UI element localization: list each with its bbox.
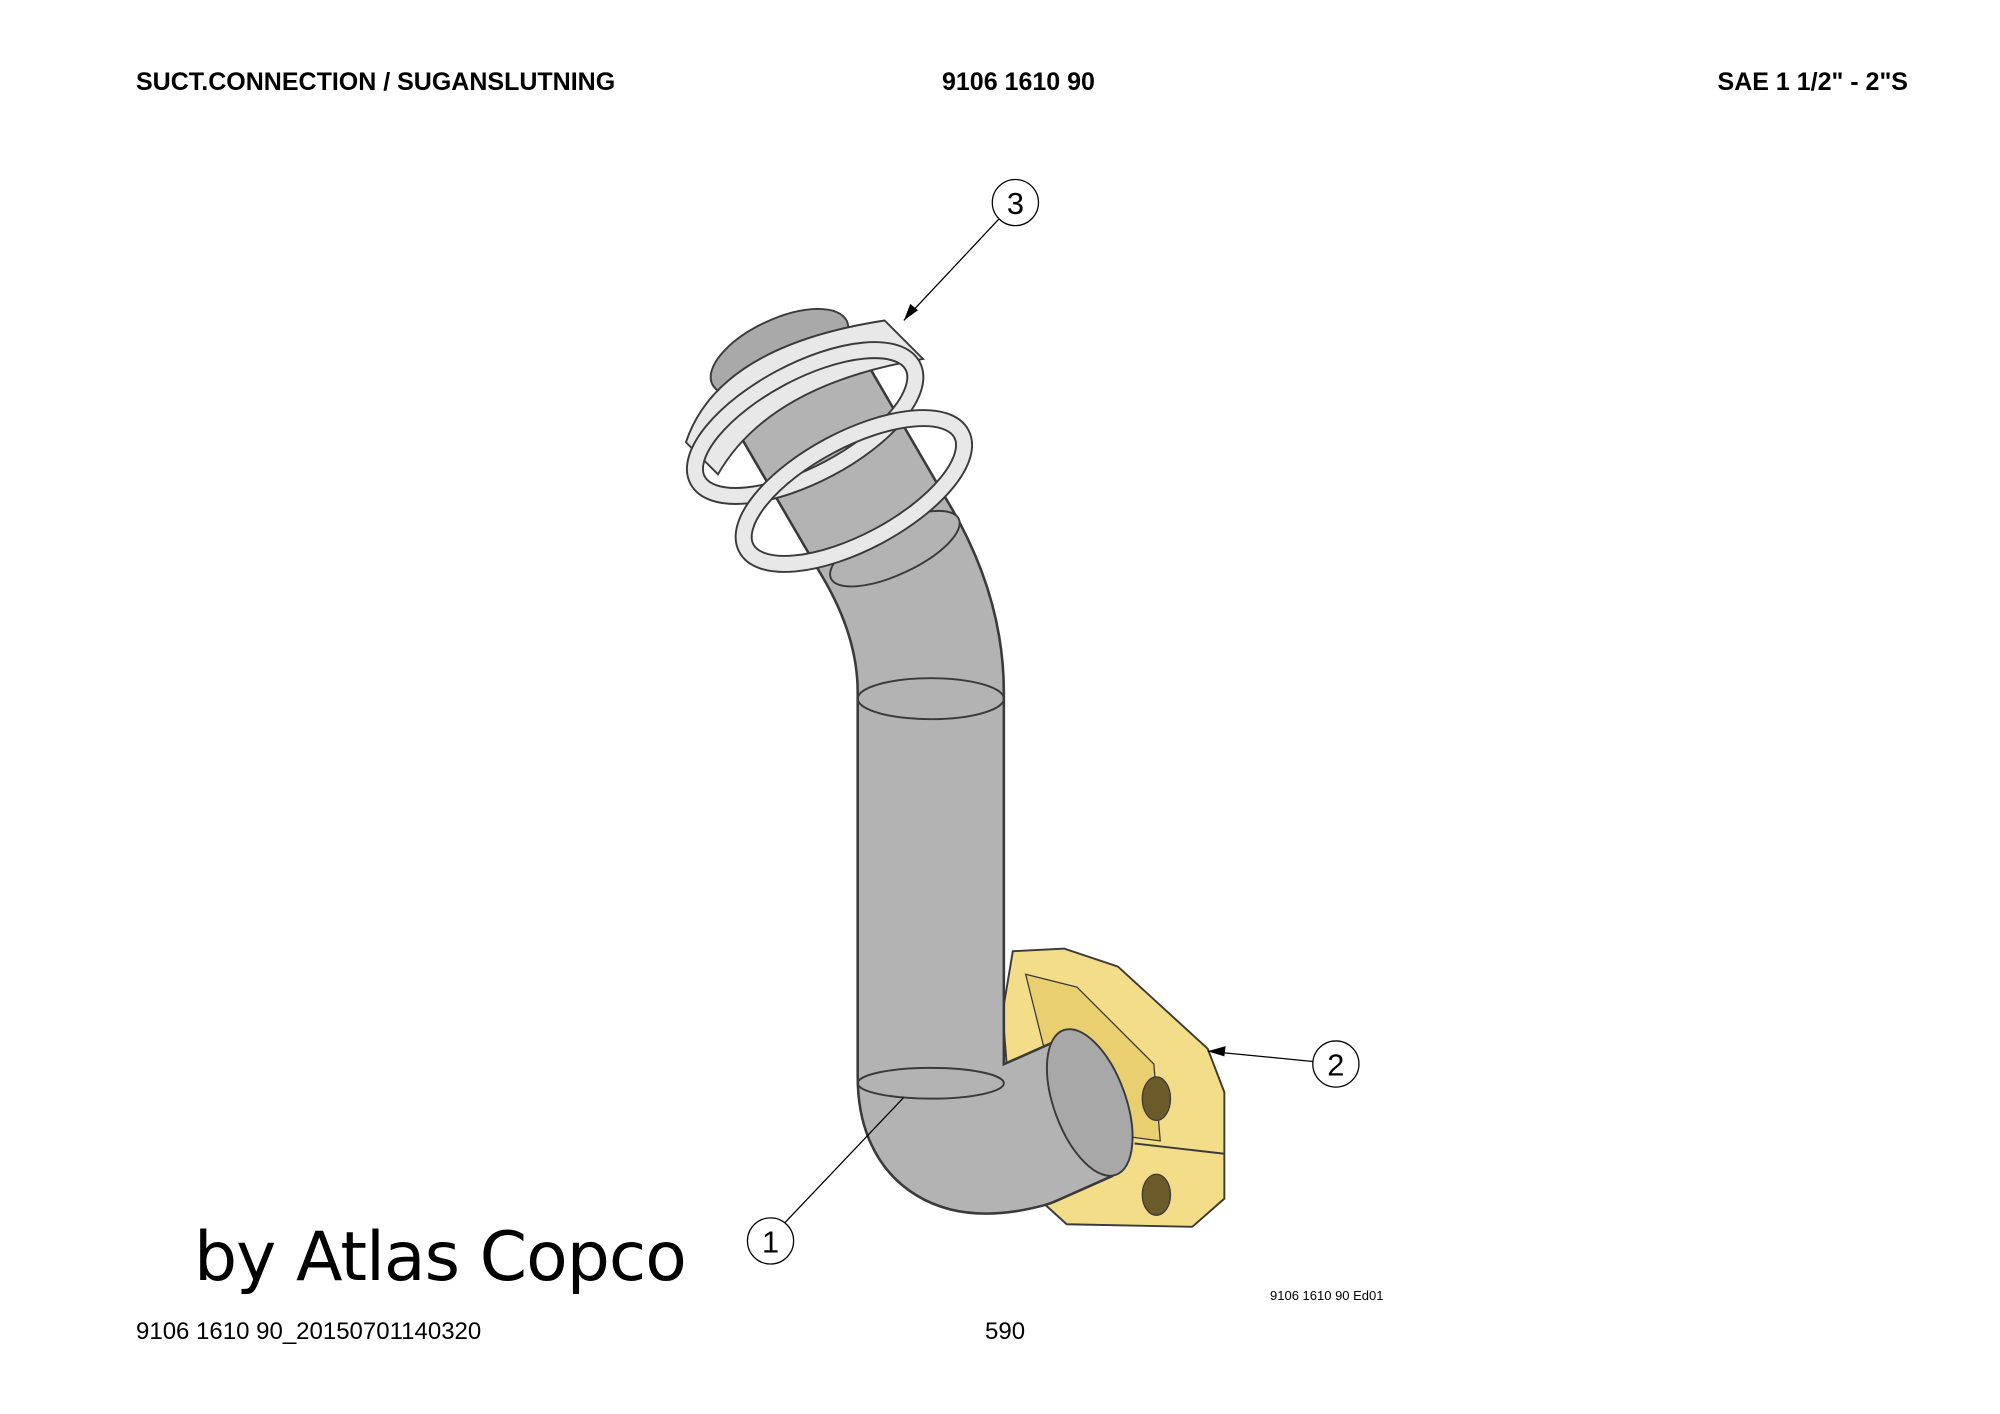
page-title: SUCT.CONNECTION / SUGANSLUTNING: [136, 68, 616, 96]
svg-text:1: 1: [762, 1224, 779, 1259]
connection-size: SAE 1 1/2" - 2"S: [1717, 68, 1908, 96]
hose-clamps-part-3: [684, 319, 974, 573]
part-number: 9106 1610 90: [942, 68, 1095, 96]
svg-text:2: 2: [1327, 1048, 1344, 1083]
callout-2: 2: [1207, 1040, 1360, 1088]
watermark-text: by Atlas Copco: [194, 1218, 687, 1297]
callout-3: 3: [903, 178, 1040, 321]
tube-part-1: [709, 307, 1134, 1215]
svg-text:3: 3: [1007, 186, 1024, 221]
callout-1: 1: [746, 1096, 905, 1265]
page-number: 590: [985, 1318, 1026, 1345]
document-id: 9106 1610 90_20150701140320: [136, 1318, 482, 1345]
drawing-edition: 9106 1610 90 Ed01: [1270, 1288, 1384, 1303]
